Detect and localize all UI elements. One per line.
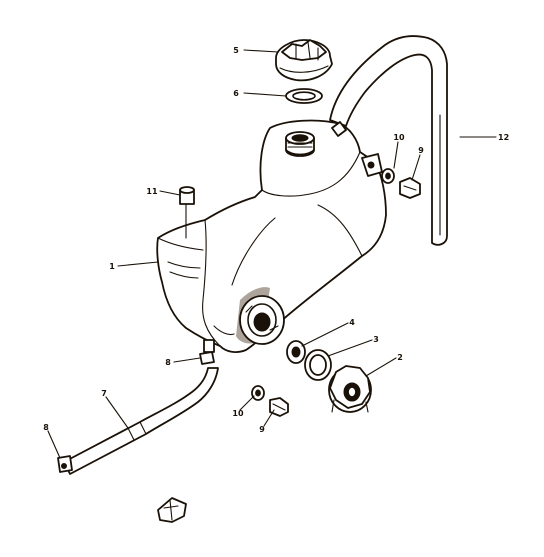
bolt-upper [399, 177, 421, 199]
washer-lower [251, 385, 265, 401]
callout-3: 3 [373, 335, 379, 344]
vent-hose [329, 35, 448, 246]
callout-8-upper: 8 [165, 358, 171, 367]
hose-clip-upper [199, 351, 215, 365]
callout-5: 5 [233, 46, 239, 55]
drain-nipple [203, 339, 215, 353]
outlet-gasket [304, 349, 332, 381]
vent-nipple [331, 121, 347, 137]
callout-10-upper: 10 [393, 133, 405, 142]
grommet [179, 186, 195, 239]
o-ring [286, 340, 306, 364]
fuel-cock-fitting [328, 365, 372, 413]
callout-1: 1 [109, 262, 115, 271]
fuel-cap [275, 39, 333, 82]
callout-10-lower: 10 [232, 409, 244, 418]
callout-9-upper: 9 [418, 146, 424, 155]
callout-12: 12 [498, 133, 509, 142]
callout-2: 2 [397, 353, 403, 362]
callout-8-lower: 8 [43, 423, 49, 432]
filler-neck [285, 131, 315, 157]
callout-9-lower: 9 [259, 425, 265, 434]
callout-6: 6 [233, 89, 239, 98]
callout-4: 4 [349, 318, 355, 327]
washer-upper [381, 168, 395, 184]
loose-clip [157, 497, 187, 523]
leader-lines [47, 49, 497, 459]
tank-outlet-port [239, 295, 285, 345]
hose-clip-lower [57, 455, 73, 473]
callout-11: 11 [146, 187, 158, 196]
cap-gasket [285, 88, 323, 104]
bolt-lower [269, 397, 289, 417]
callout-labels: 5 6 12 10 9 11 1 4 3 2 8 7 8 10 9 [43, 46, 509, 434]
fuel-hose [63, 367, 219, 475]
callout-7: 7 [101, 389, 107, 398]
tank-mount-bracket [361, 153, 383, 177]
